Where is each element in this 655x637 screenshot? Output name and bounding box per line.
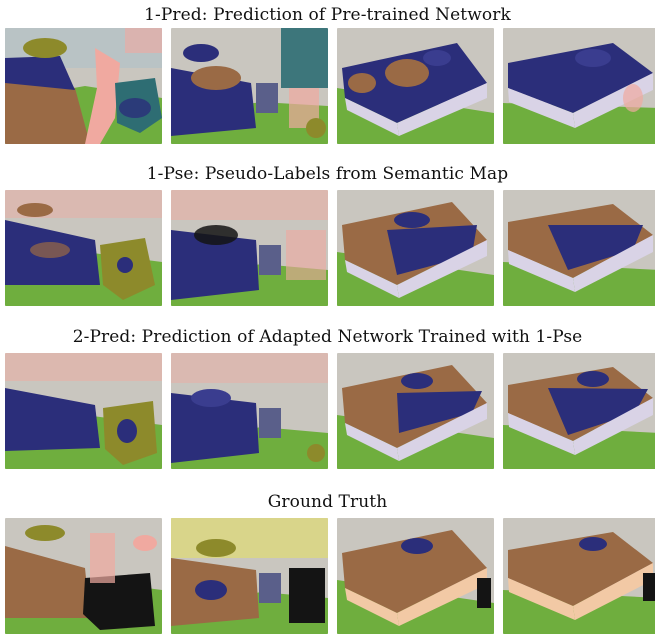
panel-1-pred-scene-c xyxy=(337,28,494,144)
panel-1-pse-scene-b xyxy=(171,190,328,306)
panel-ground-truth-scene-c xyxy=(337,518,494,634)
panel-2-pred-scene-b xyxy=(171,353,328,469)
row-title-1-pse: 1-Pse: Pseudo-Labels from Semantic Map xyxy=(146,164,509,184)
panel-ground-truth-scene-d xyxy=(503,518,655,634)
row-title-1-pred: 1-Pred: Prediction of Pre-trained Networ… xyxy=(144,5,511,25)
panel-1-pse-scene-a xyxy=(5,190,162,306)
panel-2-pred-scene-d xyxy=(503,353,655,469)
panel-1-pred-scene-b xyxy=(171,28,328,144)
panel-1-pse-scene-d xyxy=(503,190,655,306)
panel-ground-truth-scene-a xyxy=(5,518,162,634)
row-title-ground-truth: Ground Truth xyxy=(267,492,388,512)
panel-2-pred-scene-a xyxy=(5,353,162,469)
row-title-2-pred: 2-Pred: Prediction of Adapted Network Tr… xyxy=(72,327,583,347)
panel-1-pse-scene-c xyxy=(337,190,494,306)
panel-ground-truth-scene-b xyxy=(171,518,328,634)
panel-1-pred-scene-d xyxy=(503,28,655,144)
panel-1-pred-scene-a xyxy=(5,28,162,144)
panel-2-pred-scene-c xyxy=(337,353,494,469)
